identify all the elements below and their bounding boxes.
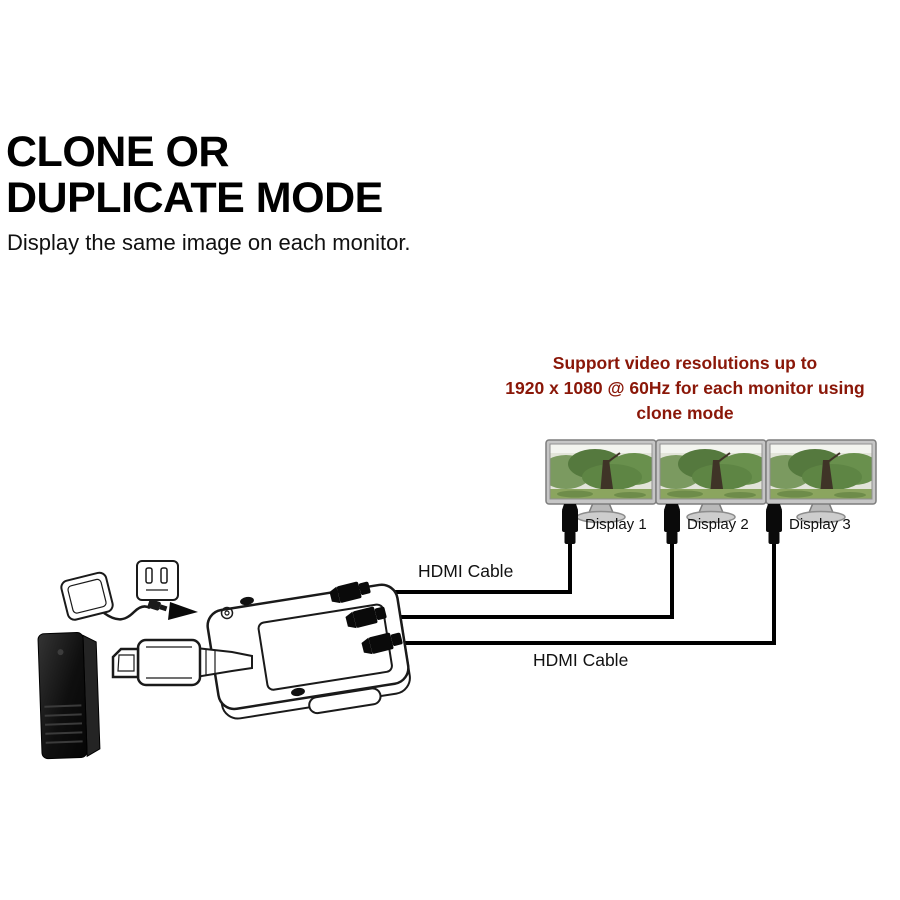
dc-arrow-icon — [168, 602, 198, 620]
hdmi-cables — [366, 540, 776, 645]
hdmi-plug-1-icon — [562, 504, 578, 544]
page-title: CLONE OR DUPLICATE MODE — [6, 128, 383, 222]
hdmi-cable-label-bottom: HDMI Cable — [533, 650, 629, 670]
power-adapter-icon — [60, 560, 198, 621]
hdmi-cable-2 — [382, 540, 674, 619]
monitor-1-icon — [540, 440, 660, 523]
dc-power-port — [220, 606, 234, 620]
title-line-2: DUPLICATE MODE — [6, 173, 383, 222]
note-line: clone mode — [636, 402, 734, 423]
note-line: 1920 x 1080 @ 60Hz for each monitor usin… — [505, 377, 865, 398]
display-1-label: Display 1 — [585, 516, 647, 533]
hdmi-cable-3 — [398, 540, 776, 645]
resolution-note: Support video resolutions up to 1920 x 1… — [472, 351, 898, 426]
monitors-row — [540, 440, 880, 523]
display-2-label: Display 2 — [687, 516, 749, 533]
splitter-device — [206, 583, 411, 720]
display-3-label: Display 3 — [789, 516, 851, 533]
hdmi-cable-label-top: HDMI Cable — [418, 561, 514, 581]
displayport-connector-icon — [111, 638, 253, 687]
hdmi-cable-1 — [366, 540, 572, 594]
page-subtitle: Display the same image on each monitor. — [7, 230, 411, 255]
hdmi-plug-3-icon — [766, 504, 782, 544]
note-line: Support video resolutions up to — [552, 353, 818, 373]
hdmi-plug-2-icon — [664, 504, 680, 544]
title-line-1: CLONE OR — [6, 128, 229, 176]
source-device-icon — [37, 632, 101, 760]
